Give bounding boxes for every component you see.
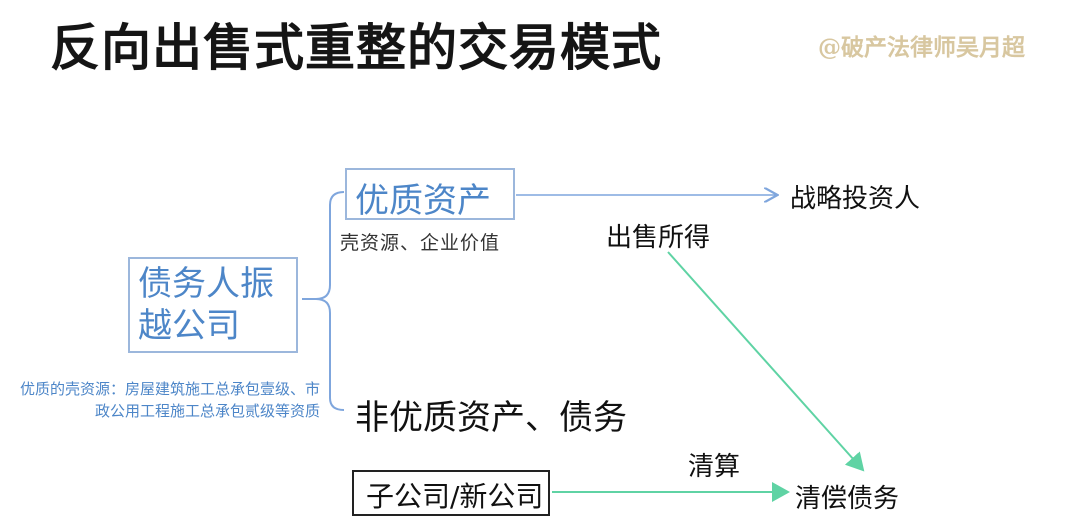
subsidiary-node: 子公司/新公司 <box>352 470 550 516</box>
page-title: 反向出售式重整的交易模式 <box>50 19 662 77</box>
bracket-connector <box>302 191 345 411</box>
author-watermark: @破产法律师吴月超 <box>818 34 1025 61</box>
quality-assets-label: 优质资产 <box>355 181 491 221</box>
subsidiary-label: 子公司/新公司 <box>366 480 544 513</box>
repay-debts-label: 清偿债务 <box>795 484 900 514</box>
non-quality-assets-label: 非优质资产、债务 <box>355 398 627 438</box>
quality-assets-node: 优质资产 <box>345 168 515 221</box>
debtor-node: 债务人振越公司 <box>128 257 298 353</box>
arrow-proceeds-to-repay <box>667 251 865 472</box>
quality-assets-note: 壳资源、企业价值 <box>340 232 501 254</box>
liquidation-label: 清算 <box>688 452 741 482</box>
shell-resource-description: 优质的壳资源：房屋建筑施工总承包壹级、市政公用工程施工总承包贰级等资质 <box>20 380 321 420</box>
investor-label: 战略投资人 <box>790 184 921 214</box>
proceeds-label: 出售所得 <box>606 223 711 253</box>
debtor-label: 债务人振越公司 <box>138 264 274 346</box>
